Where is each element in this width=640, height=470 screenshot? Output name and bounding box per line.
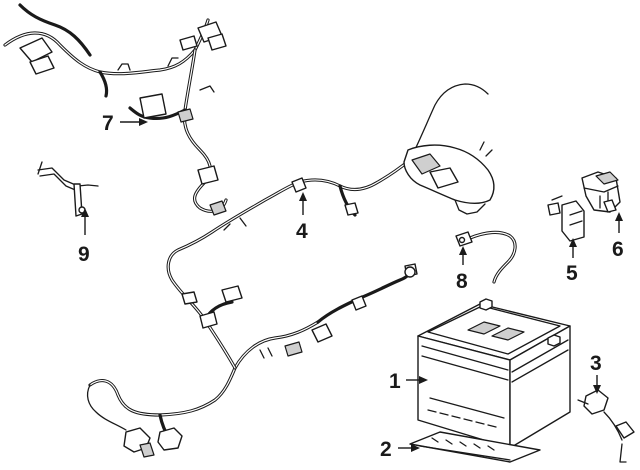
part-5-bracket[interactable] <box>547 195 585 242</box>
callout-2: 2 <box>380 438 392 461</box>
callout-4: 4 <box>296 220 308 243</box>
callout-5: 5 <box>566 262 578 285</box>
callout-9: 9 <box>78 243 90 266</box>
leader-5 <box>569 238 577 258</box>
part-4-main-wiring-harness[interactable] <box>86 83 495 458</box>
callout-8: 8 <box>456 270 468 293</box>
leader-4 <box>299 192 307 215</box>
leader-1 <box>406 376 428 384</box>
callout-3: 3 <box>590 352 602 375</box>
leader-7 <box>120 118 148 126</box>
part-9-bracket[interactable] <box>37 161 99 217</box>
part-1-battery[interactable] <box>417 298 571 449</box>
callout-6: 6 <box>612 238 624 261</box>
leader-6 <box>615 212 623 233</box>
leader-3 <box>593 375 601 394</box>
callout-1: 1 <box>389 370 401 393</box>
leader-8 <box>459 246 467 265</box>
part-2-hold-down[interactable] <box>409 431 541 463</box>
leader-2 <box>398 444 420 452</box>
part-3-terminal[interactable] <box>577 389 635 463</box>
part-6-bracket[interactable] <box>581 171 621 213</box>
callout-7: 7 <box>102 112 114 135</box>
leader-9 <box>81 208 89 235</box>
part-7-wiring-harness[interactable] <box>3 3 228 216</box>
part-8-battery-cable[interactable] <box>455 230 517 284</box>
